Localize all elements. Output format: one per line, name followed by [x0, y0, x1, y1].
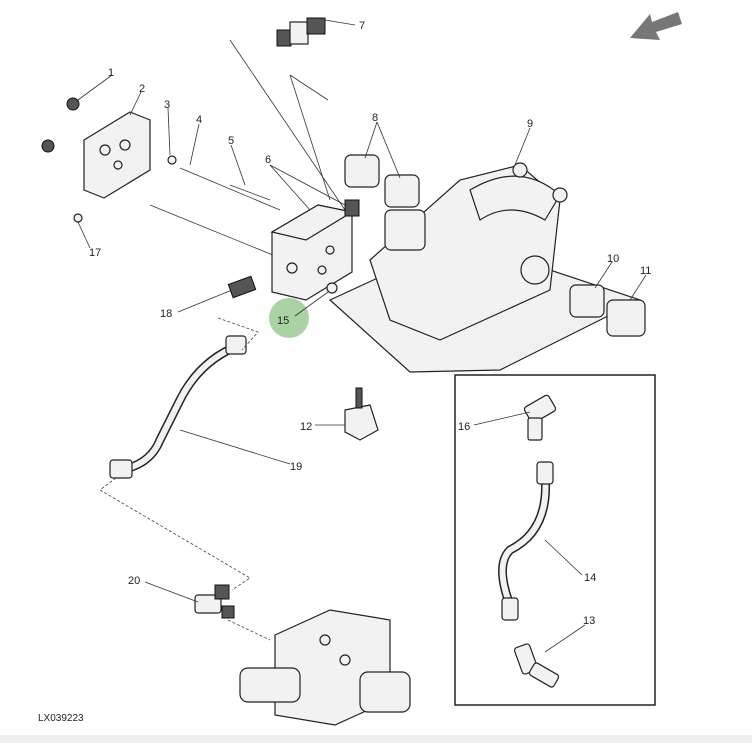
callout-6: 6	[265, 154, 271, 166]
callout-11: 11	[640, 265, 651, 277]
callout-19: 19	[290, 461, 302, 473]
part-2-plate	[83, 111, 151, 199]
callout-2: 2	[139, 83, 145, 95]
part-8-bushing	[384, 174, 420, 208]
part-12-bracket	[344, 387, 379, 441]
part-16-elbow	[523, 394, 557, 441]
callout-20: 20	[128, 575, 140, 587]
callout-10: 10	[607, 253, 619, 265]
part-10-bushing	[569, 284, 605, 318]
direction-arrow-icon	[630, 12, 682, 40]
callout-12: 12	[300, 421, 312, 433]
callout-15: 15	[277, 315, 289, 327]
part-8-bushing	[344, 154, 380, 188]
callout-4: 4	[196, 114, 202, 126]
part-6-valve-block	[270, 199, 360, 301]
callout-5: 5	[228, 135, 234, 147]
part-13-elbow	[513, 643, 560, 688]
part-7-sensor	[276, 17, 326, 47]
callout-16: 16	[458, 421, 470, 433]
callout-14: 14	[584, 572, 596, 584]
part-9-hitch-housing	[328, 162, 642, 373]
inset-frame	[454, 374, 656, 706]
callout-18: 18	[160, 308, 172, 320]
part-11-bushing	[606, 299, 646, 337]
callout-9: 9	[527, 118, 533, 130]
valve-assembly	[239, 609, 411, 726]
callout-7: 7	[359, 20, 365, 32]
part-19-tube	[119, 340, 242, 475]
drawing-id: LX039223	[38, 713, 84, 724]
callout-17: 17	[89, 247, 101, 259]
highlight-circle-15	[269, 298, 309, 338]
callout-3: 3	[164, 99, 170, 111]
part-20-elbow	[194, 584, 235, 619]
callout-13: 13	[583, 615, 595, 627]
bottom-edge	[0, 735, 752, 743]
callout-8: 8	[372, 112, 378, 124]
callout-1: 1	[108, 67, 114, 79]
